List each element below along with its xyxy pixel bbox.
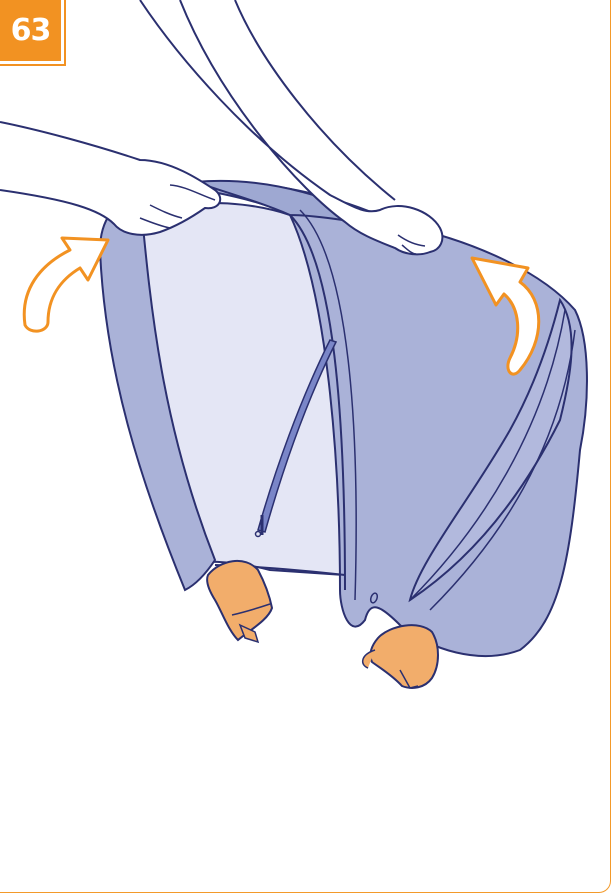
- hand-icon: [0, 122, 220, 235]
- step-number-badge: 63: [0, 0, 66, 66]
- step-badge-outline: [0, 0, 66, 66]
- arrow-up-icon: [24, 238, 108, 331]
- clip-icon: [207, 561, 272, 642]
- clip-icon: [363, 625, 438, 688]
